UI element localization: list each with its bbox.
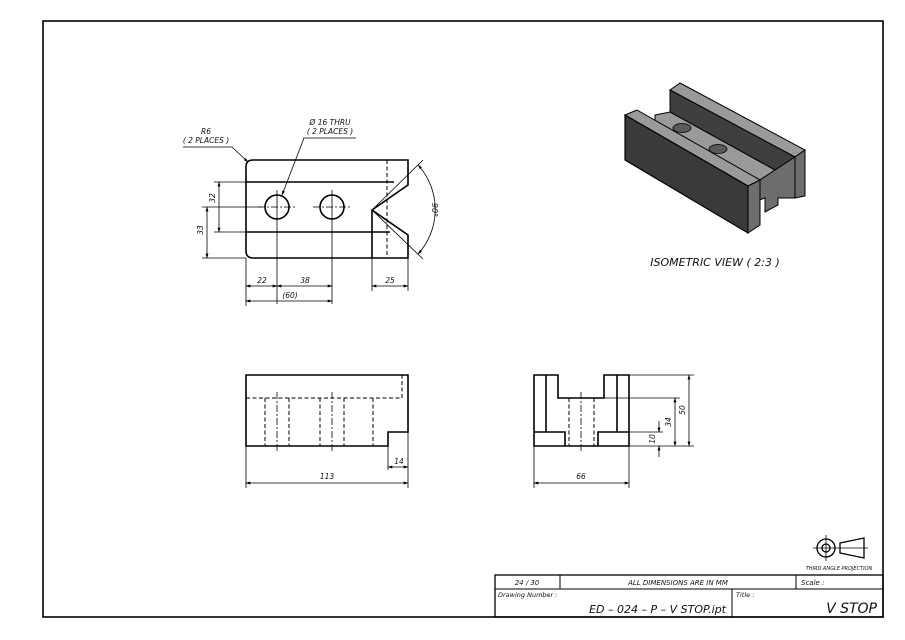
dim-33: 33 [196, 225, 205, 235]
scale-label: Scale : [801, 579, 824, 587]
dim-38: 38 [300, 276, 310, 285]
side-view: 50 34 10 66 [533, 374, 694, 488]
hole-places: ( 2 PLACES ) [307, 127, 353, 136]
top-view: 90° R6 ( 2 PLACES ) Ø 16 THRU ( 2 PLACES… [183, 118, 439, 306]
projection-label: THIRD ANGLE PROJECTION [806, 566, 873, 572]
third-angle-projection-symbol: THIRD ANGLE PROJECTION [806, 535, 873, 572]
sheet-number: 24 / 30 [515, 579, 540, 587]
dim-22: 22 [257, 276, 267, 285]
drawing-title: V STOP [826, 601, 877, 617]
isometric-caption: ISOMETRIC VIEW ( 2:3 ) [650, 256, 779, 269]
dim-25: 25 [385, 276, 395, 285]
dimensions-note: ALL DIMENSIONS ARE IN MM [627, 579, 728, 587]
radius-places: ( 2 PLACES ) [183, 136, 229, 145]
title-block: 24 / 30 ALL DIMENSIONS ARE IN MM Scale :… [494, 574, 884, 618]
drawing-number-label: Drawing Number : [498, 591, 557, 599]
angle-dim: 90° [430, 203, 439, 217]
radius-callout: R6 [201, 127, 211, 136]
dim-34: 34 [664, 417, 673, 427]
dim-113: 113 [320, 472, 335, 481]
dim-60: (60) [282, 291, 297, 300]
isometric-view: ISOMETRIC VIEW ( 2:3 ) [623, 82, 806, 269]
dim-66: 66 [576, 472, 586, 481]
drawing-number: ED – 024 – P – V STOP.ipt [589, 603, 727, 616]
sheet-border [42, 20, 884, 618]
dim-14: 14 [394, 457, 404, 466]
front-view: 14 113 [245, 374, 409, 488]
hole-callout: Ø 16 THRU [308, 118, 351, 127]
dim-10: 10 [648, 434, 657, 444]
dim-32: 32 [208, 193, 217, 203]
dim-50: 50 [678, 405, 687, 415]
title-label: Title : [736, 591, 754, 599]
